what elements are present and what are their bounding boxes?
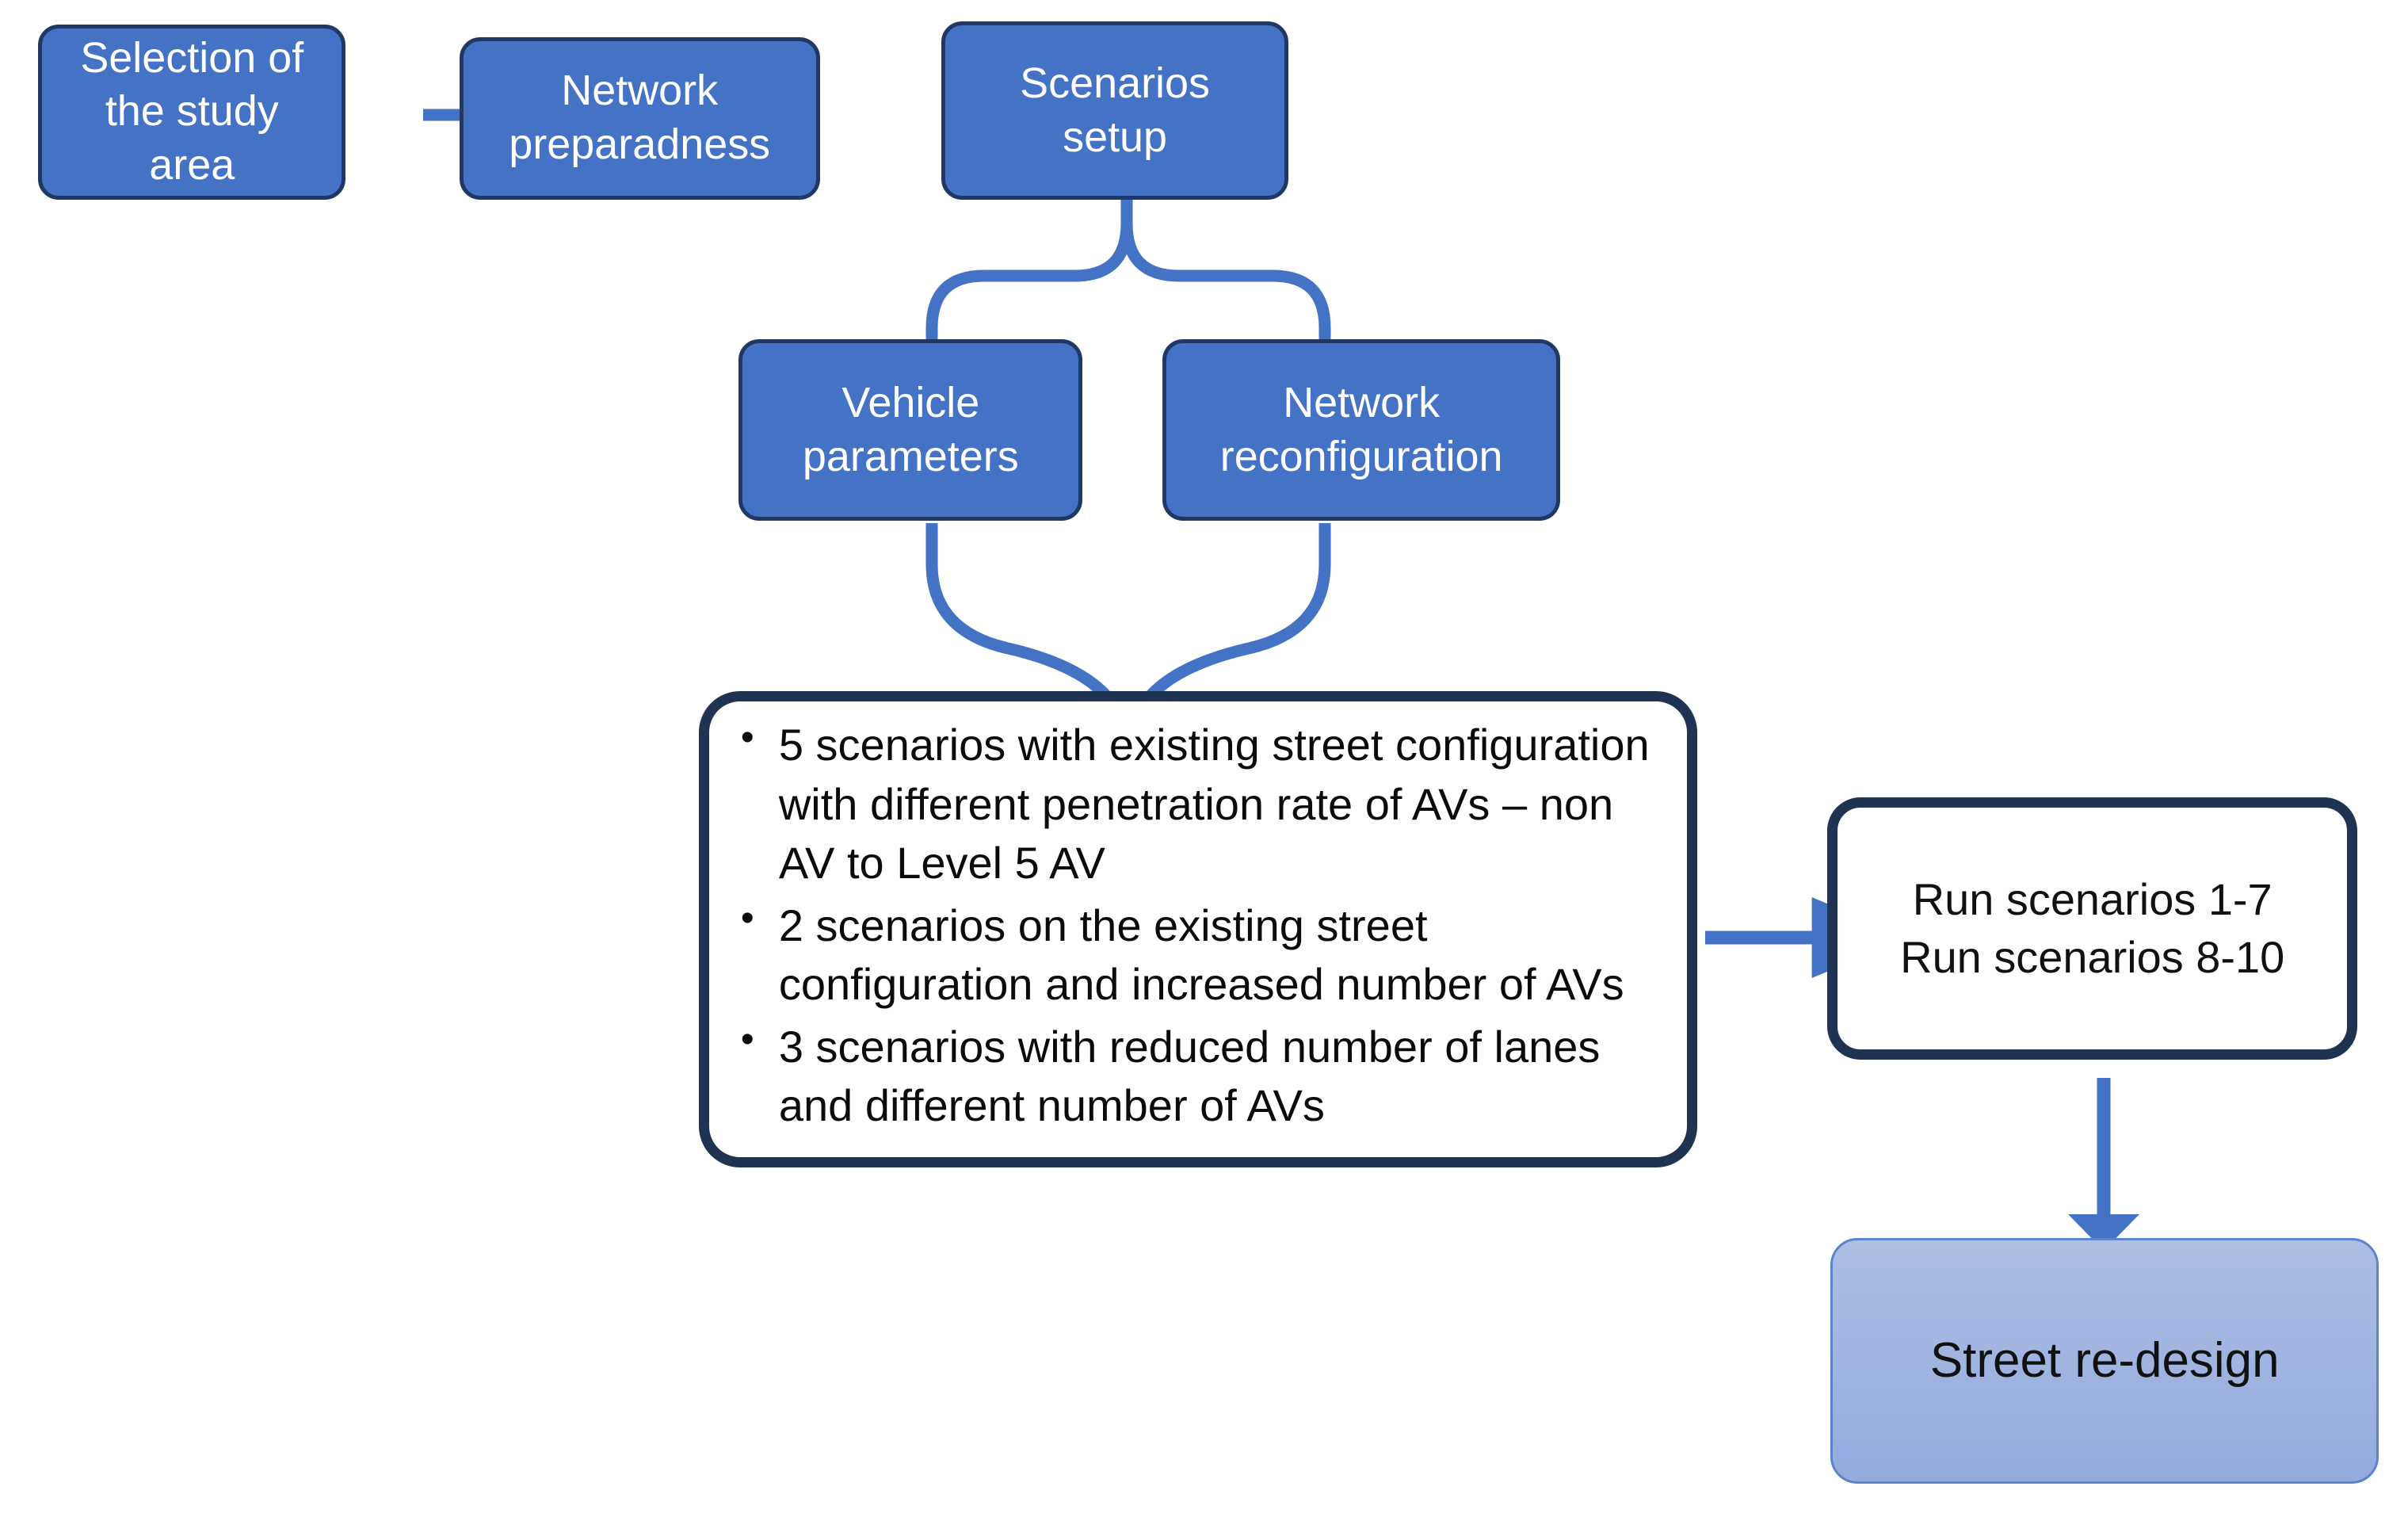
node-run-scenarios-label: Run scenarios 1-7 Run scenarios 8-10 [1900,873,2285,982]
node-vehicle-parameters-label: Vehicle parameters [802,378,1019,480]
list-item: 2 scenarios on the existing street confi… [730,893,1665,1015]
node-study-area-label: Selection of the study area [80,33,304,189]
node-network-reconfiguration-label: Network reconfiguration [1219,378,1503,480]
node-scenarios-setup-label: Scenarios setup [1020,59,1211,161]
list-item: 5 scenarios with existing street configu… [730,713,1665,892]
node-scenarios-setup[interactable]: Scenarios setup [941,21,1289,200]
edge-run-scenarios-to-street-redesign [2068,1078,2139,1251]
node-network-preparedness[interactable]: Network preparadness [459,36,820,200]
scenario-bullet-list: 5 scenarios with existing street configu… [730,713,1665,1138]
node-street-redesign[interactable]: Street re-design [1830,1238,2379,1485]
node-study-area[interactable]: Selection of the study area [38,25,346,200]
node-vehicle-parameters[interactable]: Vehicle parameters [738,339,1083,522]
list-item: 3 scenarios with reduced number of lanes… [730,1015,1665,1136]
node-network-preparedness-label: Network preparadness [509,67,771,169]
node-scenario-list[interactable]: 5 scenarios with existing street configu… [698,691,1697,1167]
node-street-redesign-label: Street re-design [1929,1333,2280,1389]
node-run-scenarios[interactable]: Run scenarios 1-7 Run scenarios 8-10 [1827,797,2358,1060]
node-network-reconfiguration[interactable]: Network reconfiguration [1162,339,1561,522]
edge-merge-to-scenario-list [925,523,1331,706]
